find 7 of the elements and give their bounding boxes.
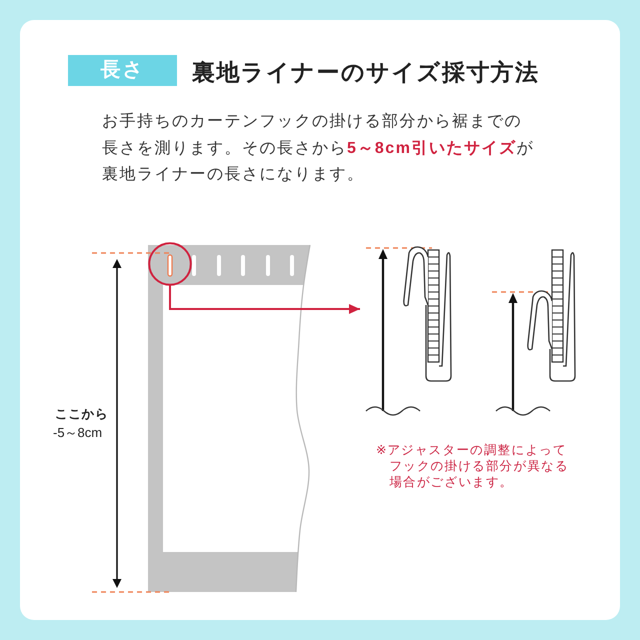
highlight-circle [148, 242, 192, 286]
page-title: 裏地ライナーのサイズ採寸方法 [192, 58, 540, 87]
section-tab: 長さ [68, 55, 177, 86]
dimension-label: ここから [55, 406, 108, 423]
note-text: ※アジャスターの調整によってフックの掛ける部分が異なる場合がございます。 [376, 442, 570, 490]
arrow [169, 284, 360, 314]
dimension-label: -5～8cm [53, 424, 102, 442]
